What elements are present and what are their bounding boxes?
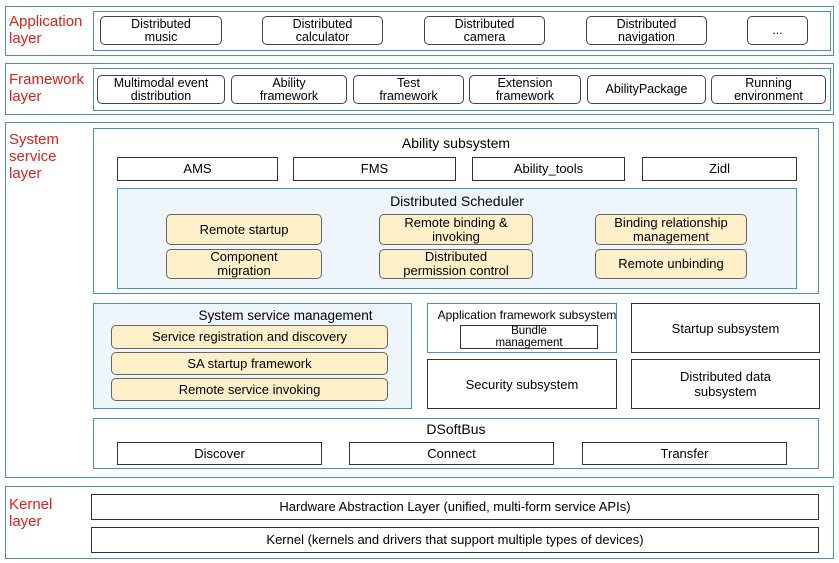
ability-tools: Ability_tools [472, 157, 625, 181]
application-layer-title: Application layer [9, 13, 83, 47]
app-distributed-calculator: Distributed calculator [262, 16, 383, 45]
ds-remote-startup: Remote startup [166, 214, 322, 245]
ability-fms: FMS [293, 157, 456, 181]
ds-remote-binding: Remote binding & invoking [379, 214, 533, 245]
app-more: ... [747, 16, 808, 45]
ds-binding-relationship: Binding relationship management [595, 214, 747, 245]
ds-remote-unbinding: Remote unbinding [595, 249, 747, 279]
dsoftbus-discover: Discover [117, 442, 322, 465]
system-service-layer-title: System service layer [9, 131, 60, 182]
system-service-management-title: System service management [198, 308, 373, 323]
kernel-layer-title: Kernel layer [9, 496, 53, 530]
bundle-management: Bundle management [460, 325, 598, 349]
fw-extension-framework: Extension framework [469, 75, 581, 104]
kernel-drivers: Kernel (kernels and drivers that support… [91, 527, 819, 553]
framework-layer-title: Framework layer [9, 71, 85, 105]
fw-running-environment: Running environment [711, 75, 826, 104]
fw-ability-package: AbilityPackage [587, 75, 706, 104]
startup-subsystem: Startup subsystem [631, 303, 820, 353]
fw-ability-framework: Ability framework [231, 75, 347, 104]
dsoftbus-title: DSoftBus [426, 421, 486, 437]
distributed-scheduler-title: Distributed Scheduler [390, 193, 524, 209]
app-distributed-camera: Distributed camera [424, 16, 545, 45]
dsoftbus-connect: Connect [349, 442, 554, 465]
ssm-service-registration: Service registration and discovery [111, 325, 388, 349]
dsoftbus-transfer: Transfer [582, 442, 787, 465]
fw-multimodal-event: Multimodal event distribution [97, 75, 225, 104]
ssm-remote-service-invoking: Remote service invoking [111, 378, 388, 401]
security-subsystem: Security subsystem [427, 359, 617, 409]
ability-ams: AMS [117, 157, 278, 181]
distributed-data-subsystem: Distributed data subsystem [631, 359, 820, 409]
ability-zidl: Zidl [642, 157, 797, 181]
ds-component-migration: Component migration [166, 249, 322, 279]
hardware-abstraction-layer: Hardware Abstraction Layer (unified, mul… [91, 494, 819, 520]
ds-distributed-permission: Distributed permission control [379, 249, 533, 279]
app-framework-subsystem-title: Application framework subsystem [437, 308, 617, 322]
ssm-sa-startup: SA startup framework [111, 352, 388, 375]
app-distributed-music: Distributed music [100, 16, 222, 45]
fw-test-framework: Test framework [353, 75, 464, 104]
ability-subsystem-title: Ability subsystem [401, 135, 511, 151]
app-distributed-navigation: Distributed navigation [586, 16, 707, 45]
